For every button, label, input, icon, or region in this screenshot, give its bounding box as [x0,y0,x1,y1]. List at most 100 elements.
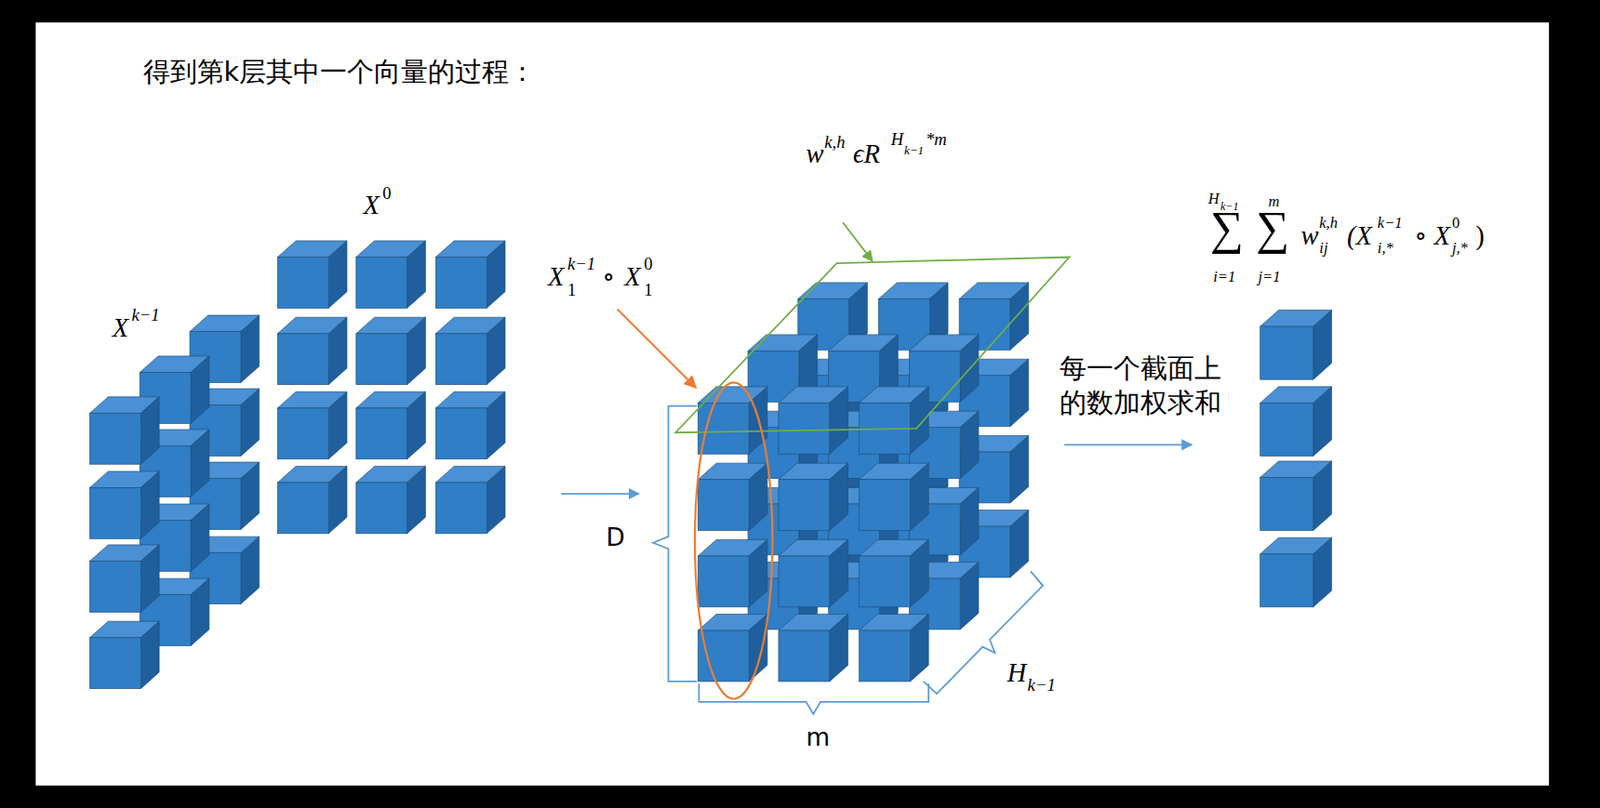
cube-front [778,630,830,682]
math-symbol: X [363,192,380,220]
math-superscript: k−1 [567,255,596,274]
cube [697,463,768,531]
cube [356,317,427,385]
math-subscript: i,* [1377,240,1394,256]
cube [277,240,347,308]
cube-front [697,556,749,608]
math-superscript: 0 [643,255,653,274]
cube-front [435,482,487,534]
cube-front [859,480,911,532]
cube-front [90,560,142,613]
step-note: 每一个截面上 的数加权求和 [1059,351,1230,421]
cube-side [1313,386,1333,457]
cube-side [909,386,929,454]
cube-side [407,317,427,385]
cube-side [190,356,210,424]
sum-limit: j=1 [1258,269,1281,285]
cube-side [190,504,210,572]
cube [356,240,427,308]
cube-front [1260,554,1314,608]
cube [778,386,849,454]
cube-side [486,317,506,385]
math-symbol: w [806,141,825,169]
math-superscript: k−1 [132,306,160,325]
cube-side [1010,436,1029,504]
cube [1260,461,1333,532]
cube-side [748,614,768,682]
dimension-label: m [806,725,831,750]
math-symbol: X [112,315,129,343]
cube [778,539,849,607]
cube [435,317,506,385]
cube-front [435,333,487,386]
cube-side [328,240,347,308]
cube [277,391,347,459]
math-subscript: k−1 [904,144,924,157]
cube-side [140,621,160,689]
dimension-symbol: H [1007,660,1027,688]
cube-side [829,539,849,607]
cube-side [829,386,849,454]
cube [697,539,768,607]
cube-side [1313,537,1333,608]
math-symbol: ) [1475,223,1485,251]
math-superscript: k−1 [1377,215,1403,231]
cube-front [277,408,329,460]
cube-side [909,539,929,607]
math-subscript: j,* [1452,240,1468,256]
cube [778,614,849,682]
cube-front [1260,402,1314,456]
cube-side [328,317,347,385]
cube-side [1010,510,1029,578]
cube-side [829,614,849,682]
cube-front [859,556,911,608]
math-symbol: ∘ X [1413,223,1451,251]
math-symbol: (X [1346,223,1373,251]
cube [859,386,930,454]
math-subscript: k−1 [1027,677,1056,695]
cube-side [1010,359,1029,427]
dimension-label: D [606,525,626,550]
cube [859,539,930,607]
cube-side [486,466,506,534]
cube [435,391,506,459]
column-ellipse [694,382,773,699]
cube-front [277,257,329,309]
math-symbol: ϵR [853,141,880,169]
math-superscript: k,h [1319,215,1338,231]
cube-side [328,391,347,459]
cube-side [190,578,210,646]
cube-front [697,480,749,532]
cube-side [1313,461,1333,532]
page-title: 得到第k层其中一个向量的过程： [143,59,537,87]
white-ground [35,22,1549,787]
math-subscript: 1 [643,281,653,300]
math-symbol: w [1301,223,1320,251]
cube [1260,386,1333,457]
cube-front [356,408,408,460]
cube-side [748,463,768,531]
math-subscript: ij [1319,240,1328,256]
cube-front [778,480,830,532]
cube [859,463,930,531]
math-subscript: 1 [567,281,576,300]
cube-side [829,463,849,531]
cube-side [240,536,260,604]
cube [90,545,160,613]
d-bracket [653,406,697,682]
cube-side [240,388,260,456]
cube-side [909,463,929,531]
cube-front [778,556,830,608]
cube-front [356,257,408,309]
math-superscript: 0 [1452,215,1460,231]
cube-side [328,466,347,534]
cube-side [960,411,979,479]
cube-side [960,487,979,555]
cube-front [778,402,830,454]
math-superscript: k,h [824,133,845,152]
cube-front [1260,478,1314,532]
math-superscript: 0 [382,185,391,203]
